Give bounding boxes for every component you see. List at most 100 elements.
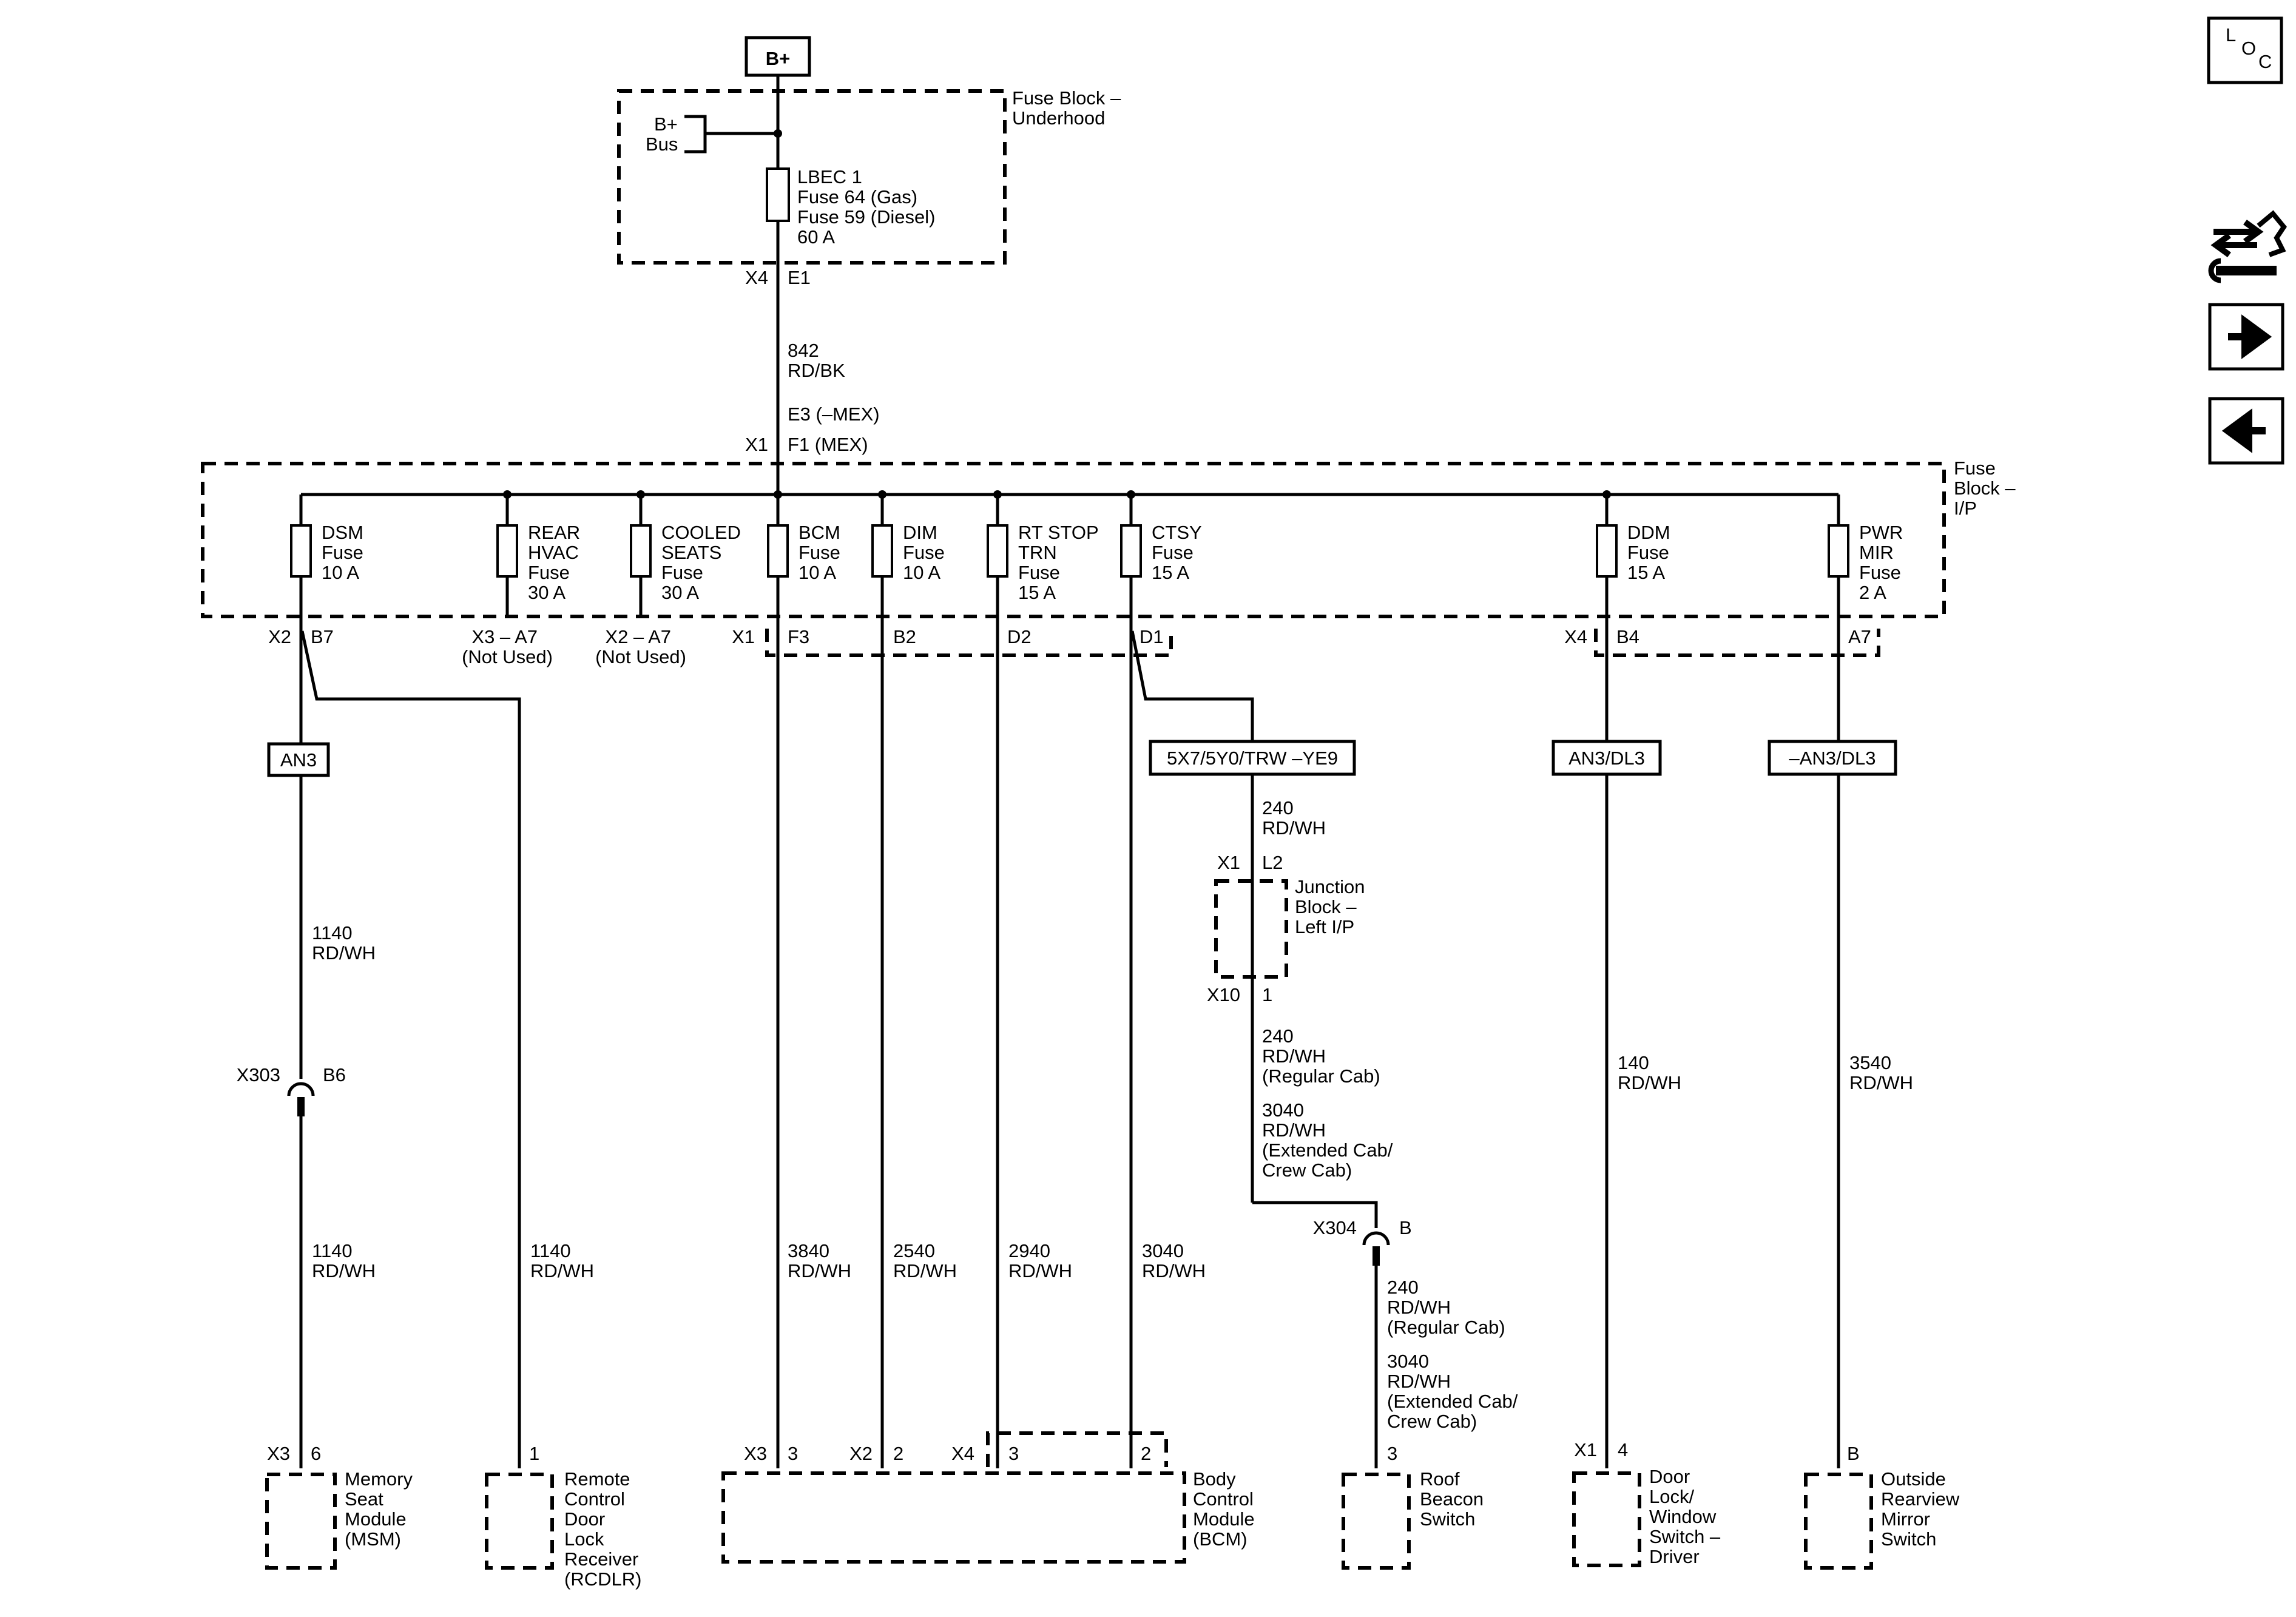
- door-conn: X1: [1574, 1439, 1597, 1460]
- bus-bracket: [684, 115, 707, 154]
- rear-hvac-fuse: [496, 524, 518, 578]
- bcm-wire-label-3: 2940 RD/WH: [1008, 1240, 1072, 1281]
- pin-b4: B4: [1616, 626, 1639, 647]
- pin-b7: B7: [311, 626, 334, 647]
- pin-d1: D1: [1140, 626, 1164, 647]
- lbec1-fuse-label: LBEC 1 Fuse 64 (Gas) Fuse 59 (Diesel) 60…: [797, 166, 940, 248]
- pin-a7: A7: [1848, 626, 1871, 647]
- bcm-pin-3a: 3: [788, 1443, 798, 1464]
- wiring-tools-icon[interactable]: [2208, 210, 2287, 283]
- pin-b2: B2: [893, 626, 916, 647]
- arrow-right-icon: [2228, 314, 2272, 359]
- x303-label: X303: [237, 1064, 280, 1085]
- bcm-wire-label-2: 2540 RD/WH: [893, 1240, 957, 1281]
- option-an3-box: [267, 742, 330, 777]
- svg-text:O: O: [2241, 38, 2256, 59]
- x304-label: X304: [1313, 1217, 1357, 1238]
- underhood-fuse-block: [617, 89, 1007, 265]
- courtesy-wire-b-label: 240 RD/WH (Regular Cab) 3040 RD/WH (Exte…: [1262, 1025, 1398, 1181]
- rear-hvac-not-used: X3 – A7 (Not Used): [462, 626, 553, 667]
- door-name: Door Lock/ Window Switch – Driver: [1649, 1466, 1726, 1567]
- next-button[interactable]: [2208, 303, 2284, 371]
- ip-block-name: Fuse Block – I/P: [1954, 457, 2021, 519]
- mirror-pin: B: [1847, 1443, 1860, 1464]
- pin-x2: X2: [268, 626, 291, 647]
- underhood-block-name: Fuse Block – Underhood: [1012, 87, 1126, 129]
- remote-control-door-lock-receiver: [485, 1473, 554, 1570]
- option-ddm: AN3/DL3: [1568, 748, 1645, 769]
- lbec1-fuse: [766, 167, 790, 222]
- outside-rearview-mirror-switch: [1804, 1473, 1873, 1570]
- ip-fuse-block: [201, 462, 1946, 618]
- option-mirror: –AN3/DL3: [1789, 748, 1876, 769]
- underhood-pin-e1: E1: [788, 267, 811, 288]
- dim-fuse: [871, 524, 893, 578]
- option-an3: AN3: [280, 749, 317, 771]
- svg-text:C: C: [2258, 51, 2272, 72]
- bcm-pin-3b: 3: [1008, 1443, 1019, 1464]
- connector-x1-bracket: [765, 629, 1173, 657]
- ddm-wire-label: 140 RD/WH: [1618, 1052, 1681, 1093]
- jb-name: Junction Block – Left I/P: [1295, 876, 1370, 937]
- cooled-seats-fuse: [630, 524, 652, 578]
- door-pin: 4: [1618, 1439, 1628, 1460]
- bcm-name: Body Control Module (BCM): [1193, 1468, 1260, 1550]
- bcm-wire-label-1: 3840 RD/WH: [788, 1240, 851, 1281]
- dsm-wire-lower-label: 1140 RD/WH: [312, 1240, 376, 1281]
- loc-button[interactable]: L O C: [2207, 16, 2283, 84]
- courtesy-wire-c-label: 240 RD/WH (Regular Cab) 3040 RD/WH (Exte…: [1387, 1277, 1523, 1432]
- bcm-pin-2a: 2: [893, 1443, 903, 1464]
- x304-connector: [1362, 1231, 1390, 1246]
- rcdlr-pin: 1: [529, 1443, 539, 1464]
- dsm-wire-upper-label: 1140 RD/WH: [312, 922, 376, 964]
- ctsy-fuse: [1120, 524, 1142, 578]
- bcm-x2: X2: [849, 1443, 873, 1464]
- option-mirror-box: [1768, 740, 1897, 776]
- battery-label: B+: [766, 48, 791, 69]
- jb-out-pin: 1: [1262, 984, 1272, 1005]
- bcm-pin-2b: 2: [1141, 1443, 1151, 1464]
- pin-f3: F3: [788, 626, 809, 647]
- x303-pin: B6: [323, 1064, 346, 1085]
- jb-pin: L2: [1262, 852, 1283, 873]
- rt-stop-trn-fuse: [987, 524, 1008, 578]
- connector-x4-bracket: [1594, 629, 1880, 657]
- bcm-wire-label-4: 3040 RD/WH: [1142, 1240, 1206, 1281]
- roof-beacon-switch: [1342, 1473, 1411, 1570]
- dsm-fuse: [290, 524, 312, 578]
- roof-name: Roof Beacon Switch: [1420, 1468, 1489, 1530]
- bcm-fuse: [767, 524, 789, 578]
- arrow-left-icon: [2221, 408, 2266, 453]
- memory-seat-module: [265, 1473, 337, 1570]
- pin-x4: X4: [1564, 626, 1587, 647]
- underhood-conn-x4: X4: [745, 267, 768, 288]
- pwr-mir-fuse: [1828, 524, 1849, 578]
- ddm-fuse: [1596, 524, 1618, 578]
- msm-pin: 6: [311, 1443, 321, 1464]
- option-courtesy-box: [1149, 740, 1356, 776]
- jb-conn: X1: [1217, 852, 1240, 873]
- pin-f1: F1 (MEX): [788, 434, 868, 455]
- bcm-x4-bracket: [986, 1431, 1168, 1467]
- courtesy-wire-a-label: 240 RD/WH: [1262, 797, 1326, 839]
- bus-label: B+ Bus: [646, 113, 683, 155]
- rcdlr-wire: [300, 630, 521, 1468]
- prev-button[interactable]: [2208, 397, 2284, 465]
- x304-pin: B: [1399, 1217, 1412, 1238]
- rcdlr-wire-label: 1140 RD/WH: [530, 1240, 594, 1281]
- pin-d2: D2: [1007, 626, 1032, 647]
- msm-conn: X3: [267, 1443, 290, 1464]
- cooled-seats-not-used: X2 – A7 (Not Used): [595, 626, 686, 667]
- pin-x1: X1: [732, 626, 755, 647]
- mirror-wire-label: 3540 RD/WH: [1849, 1052, 1913, 1093]
- body-control-module: [721, 1471, 1186, 1564]
- pin-e3: E3 (–MEX): [788, 403, 880, 425]
